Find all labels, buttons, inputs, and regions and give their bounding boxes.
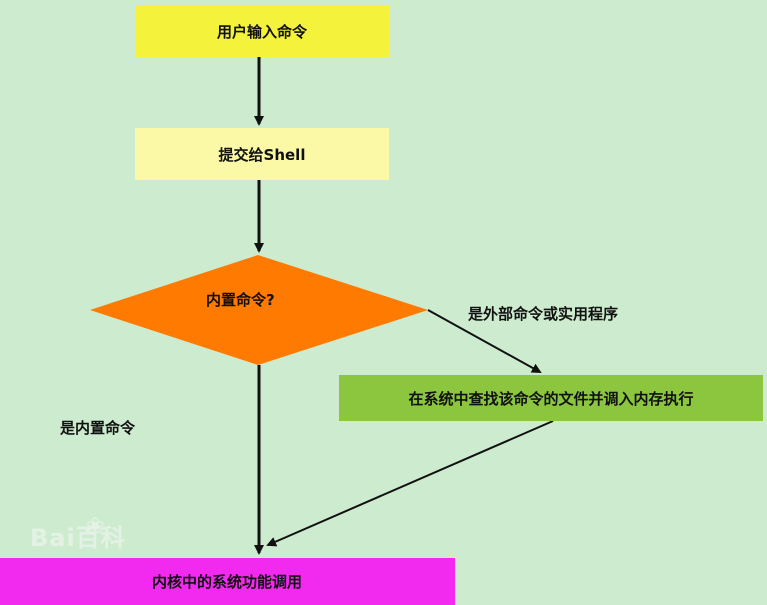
step-kernel-call: 内核中的系统功能调用 [0, 558, 455, 605]
arrow-search-to-kernel [266, 420, 554, 547]
branch-builtin-label: 是内置命令 [60, 419, 136, 437]
step-user-input: 用户输入命令 [135, 5, 389, 57]
step-submit-shell: 提交给Shell [135, 128, 389, 180]
decision-label: 内置命令? [206, 291, 275, 309]
baidu-watermark: Bai百科 [30, 524, 126, 552]
arrow-decision-to-search [427, 309, 542, 373]
decision-diamond [90, 255, 428, 365]
branch-external-label: 是外部命令或实用程序 [468, 305, 619, 323]
paw-icon: ❀ [86, 514, 105, 539]
step-search-load: 在系统中查找该命令的文件并调入内存执行 [339, 375, 763, 421]
